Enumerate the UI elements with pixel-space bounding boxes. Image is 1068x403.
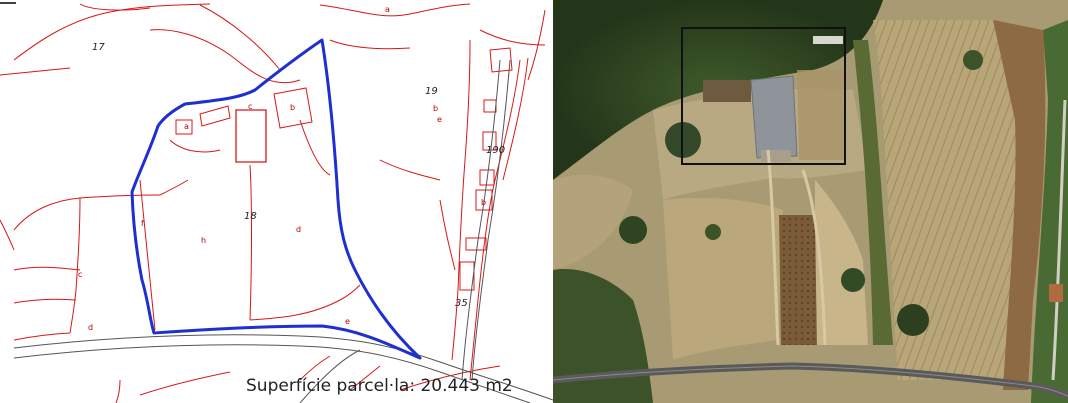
field-area — [553, 174, 633, 270]
road-centerline — [553, 365, 1068, 397]
parcel-number-190: 190 — [486, 145, 505, 156]
subparcel-label: e — [437, 115, 442, 124]
farm-building — [703, 80, 751, 102]
field-area — [815, 180, 868, 345]
subparcel-label: a — [184, 122, 189, 131]
house — [1049, 284, 1063, 302]
field-area — [663, 198, 783, 360]
subparcel-label: b — [481, 198, 486, 207]
subparcel-label: h — [201, 236, 206, 245]
subparcel-label: d — [88, 323, 93, 332]
tree-clump — [963, 50, 983, 70]
barn-roof — [750, 75, 798, 159]
forest-area — [553, 0, 883, 180]
aerial-photo — [553, 0, 1068, 403]
yard — [797, 70, 845, 160]
subparcel-label: c — [78, 270, 82, 279]
subparcel-label: a — [385, 5, 390, 14]
highlight-box — [681, 27, 846, 165]
forest-area — [553, 269, 653, 403]
parcel-number-35: 35 — [455, 298, 468, 309]
subparcel-label: e — [345, 317, 350, 326]
parcel-number-17: 17 — [92, 42, 105, 53]
subparcel-label: b — [290, 103, 295, 112]
selected-parcel-outline — [130, 38, 422, 360]
subparcel-label: d — [296, 225, 301, 234]
tree-clump — [619, 216, 647, 244]
parcel-number-18: 18 — [244, 211, 257, 222]
subparcel-label: b — [433, 104, 438, 113]
subparcel-label: f — [141, 219, 144, 228]
parcel-area-caption: Superfície parcel·la: 20.443 m2 — [246, 376, 513, 396]
farm-building — [761, 150, 791, 162]
tree-clump — [705, 224, 721, 240]
furrowed-field — [873, 20, 1020, 380]
forest-area — [1031, 20, 1068, 403]
farm-building — [813, 36, 843, 44]
cadastral-map: 17 19 190 18 35 a a c b b e b h d f c d … — [0, 2, 553, 403]
road — [1051, 99, 1067, 381]
cadastral-boundaries — [0, 3, 546, 403]
plowed-field — [993, 20, 1046, 390]
dirt-track — [801, 169, 827, 346]
tree-clump — [897, 304, 929, 336]
dirt-track — [766, 149, 780, 346]
plowed-field — [779, 215, 817, 345]
parcel-number-19: 19 — [425, 86, 438, 97]
tree-clump — [841, 268, 865, 292]
hedgerow — [853, 40, 893, 345]
road — [13, 59, 553, 403]
subparcel-label: c — [248, 102, 252, 111]
